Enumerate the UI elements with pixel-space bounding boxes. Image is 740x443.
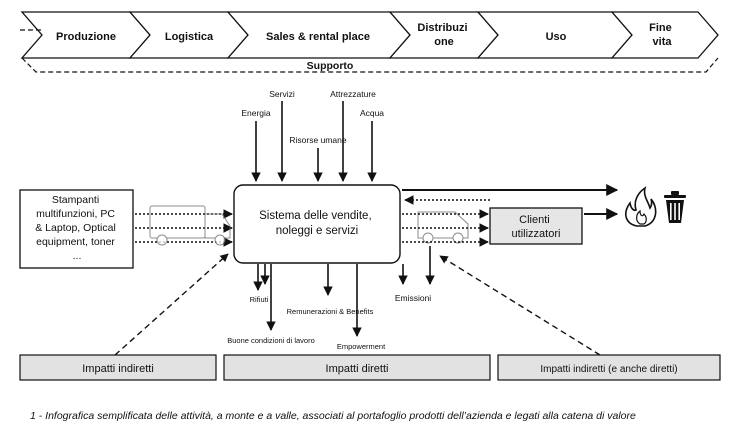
- impact-label-indiretti-diretti: Impatti indiretti (e anche diretti): [540, 364, 677, 375]
- output-label-buone-condizioni: Buone condizioni di lavoro: [227, 336, 315, 345]
- chain-step-fine-vita: [610, 11, 719, 59]
- chain-label-fine-vita-word: Fine: [649, 22, 672, 34]
- input-label-acqua: Acqua: [360, 108, 384, 118]
- output-label-rifiuti: Rifiuti: [250, 295, 269, 304]
- impact-arrow-indirect-right: [439, 255, 601, 356]
- truck-icon: [149, 205, 231, 246]
- input-label-servizi: Servizi: [269, 89, 295, 99]
- products-text: Stampanti multifunzioni, PC & Laptop, Op…: [35, 194, 118, 262]
- central-system-line: noleggi e servizi: [276, 225, 358, 237]
- output-label-emissioni: Emissioni: [395, 293, 431, 303]
- impact-arrow-indirect-left: [114, 253, 229, 356]
- figure-caption: 1 - Infografica semplificata delle attiv…: [30, 410, 636, 422]
- output-label-empowerment: Empowerment: [337, 342, 386, 351]
- chain-label-fine-vita-word: vita: [653, 36, 673, 48]
- trash-icon: [664, 191, 686, 223]
- products-line: & Laptop, Optical: [35, 222, 116, 234]
- chain-label-uso: Uso: [546, 31, 567, 43]
- products-line: multifunzioni, PC: [36, 208, 115, 220]
- fire-icon: [625, 186, 657, 227]
- central-system-line: Sistema delle vendite,: [259, 210, 372, 222]
- products-box: [19, 189, 134, 269]
- clients-box: [489, 207, 583, 245]
- chain-label-distribuzione-word: Distribuzi: [417, 22, 467, 34]
- impact-label-diretti: Impatti diretti: [326, 363, 389, 375]
- chain-label-fine-vita: Fine vita: [649, 22, 675, 48]
- chain-label-logistica: Logistica: [165, 31, 214, 43]
- products-line: ...: [73, 250, 82, 262]
- support-label: Supporto: [307, 60, 354, 72]
- impact-label-indiretti: Impatti indiretti: [82, 363, 154, 375]
- central-system-box: [233, 184, 401, 264]
- input-label-energia: Energia: [241, 108, 271, 118]
- impact-box-indiretti: [19, 354, 217, 381]
- clients-text: Clienti utilizzatori: [512, 214, 561, 240]
- central-system-text: Sistema delle vendite, noleggi e servizi: [259, 210, 375, 237]
- chain-label-produzione: Produzione: [56, 31, 116, 43]
- clients-line: utilizzatori: [512, 228, 561, 240]
- input-label-risorse-umane: Risorse umane: [289, 135, 346, 145]
- chain-label-distribuzione-word: one: [434, 36, 454, 48]
- impact-box-indiretti-diretti: [497, 354, 721, 381]
- products-line: equipment, toner: [36, 236, 115, 248]
- impact-box-diretti: [223, 354, 491, 381]
- van-icon: [417, 211, 469, 244]
- input-label-attrezzature: Attrezzature: [330, 89, 376, 99]
- support-bar: [20, 29, 719, 73]
- chain-label-sales: Sales & rental place: [266, 31, 370, 43]
- output-label-remunerazioni: Remunerazioni & Benefits: [287, 307, 374, 316]
- products-line: Stampanti: [52, 194, 99, 206]
- chain-label-distribuzione: Distribuzi one: [417, 22, 470, 48]
- clients-line: Clienti: [519, 214, 550, 226]
